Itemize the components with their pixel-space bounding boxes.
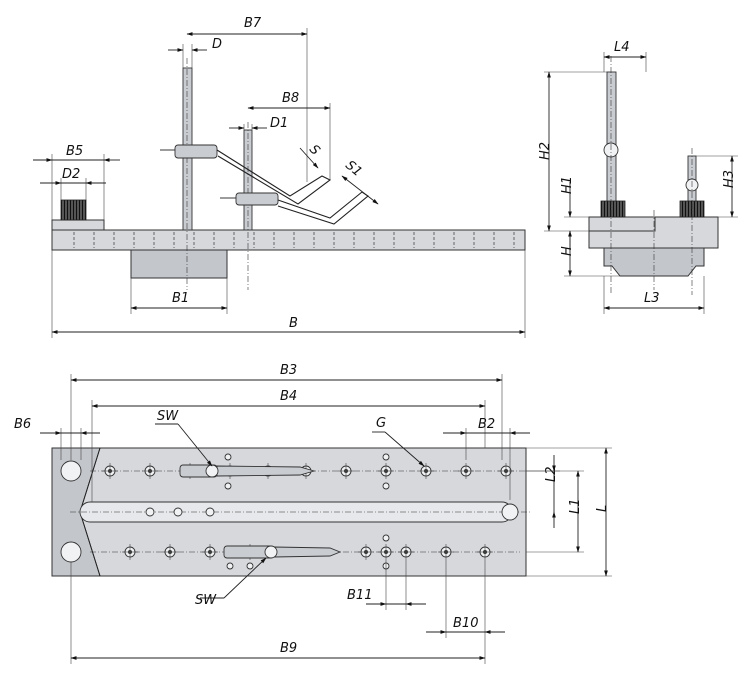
label-L: L — [595, 505, 610, 512]
side-view: L4 H2 H1 H H3 L3 — [538, 40, 738, 314]
front-probe-wire-upper — [216, 149, 332, 205]
label-B: B — [289, 316, 298, 331]
tapped-hole — [382, 453, 390, 461]
label-B3: B3 — [280, 363, 297, 378]
top-hole-large-upper — [60, 460, 82, 482]
side-knurl-left — [600, 200, 626, 218]
label-B9: B9 — [280, 641, 297, 656]
label-D2: D2 — [62, 167, 80, 182]
front-clamp-lower — [235, 192, 279, 206]
label-S: S — [306, 142, 322, 158]
tapped-hole — [224, 453, 232, 461]
label-B10: B10 — [453, 616, 478, 631]
tapped-hole — [382, 534, 390, 542]
label-B4: B4 — [280, 389, 297, 404]
label-D: D — [212, 37, 222, 52]
front-knurled-screw — [60, 199, 87, 221]
label-L1: L1 — [568, 498, 583, 514]
slot-hole — [173, 507, 183, 517]
label-G: G — [376, 416, 386, 431]
top-probe-lower — [273, 546, 342, 558]
label-B7: B7 — [244, 16, 262, 31]
tapped-hole — [246, 562, 254, 570]
label-L3: L3 — [644, 291, 660, 306]
label-H1: H1 — [560, 176, 575, 194]
label-D1: D1 — [270, 116, 288, 131]
label-B8: B8 — [282, 91, 299, 106]
tapped-hole — [226, 562, 234, 570]
front-hole-markers — [73, 232, 515, 248]
top-clamp-screw-upper — [205, 464, 219, 478]
label-L2: L2 — [544, 466, 559, 482]
label-SW-bottom: SW — [195, 593, 217, 608]
slot-hole — [205, 507, 215, 517]
front-clamp-upper — [174, 144, 218, 159]
label-H3: H3 — [722, 170, 737, 188]
front-guide-block — [130, 249, 228, 279]
front-bar — [51, 229, 526, 251]
top-hole-slot-end — [501, 503, 519, 521]
label-H2: H2 — [538, 142, 553, 160]
label-B5: B5 — [66, 144, 83, 159]
top-probe-upper — [216, 465, 316, 477]
front-view: B7 D B8 D1 S S1 B5 D2 — [33, 16, 526, 338]
tapped-hole — [224, 482, 232, 490]
front-probe-wire-lower — [277, 191, 369, 225]
label-B1: B1 — [172, 291, 189, 306]
front-step — [51, 219, 105, 231]
label-L4: L4 — [614, 40, 630, 55]
side-upper-step — [588, 216, 656, 232]
label-B11: B11 — [347, 588, 372, 603]
label-B6: B6 — [14, 417, 31, 432]
label-S1: S1 — [342, 158, 364, 180]
tapped-hole — [382, 482, 390, 490]
label-B2: B2 — [478, 417, 495, 432]
label-H: H — [560, 246, 575, 256]
slot-hole — [145, 507, 155, 517]
top-hole-large-lower — [60, 541, 82, 563]
top-view: B3 B4 B6 B2 SW G L2 — [14, 363, 612, 664]
label-SW-top: SW — [157, 409, 179, 424]
top-clamp-screw-lower — [264, 545, 278, 559]
